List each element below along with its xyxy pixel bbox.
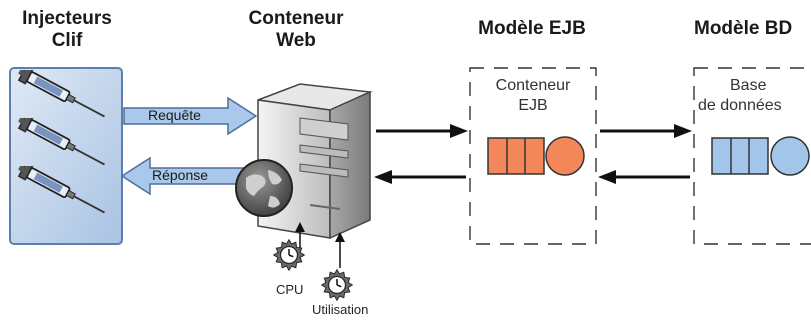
cpu-label: CPU [276, 282, 304, 297]
web-header-line2: Web [276, 30, 316, 51]
injectors-header-line2: Clif [51, 30, 83, 51]
ejb-container-line1: Conteneur [495, 77, 571, 94]
web-container-header: Conteneur Web [236, 8, 356, 52]
ejb-model-header: Modèle EJB [478, 18, 586, 39]
usage-label: Utilisation [312, 302, 369, 317]
db-container-line2: de données [698, 97, 782, 114]
ejb-container-line2: EJB [518, 97, 548, 114]
injectors-header: Injecteurs Clif [8, 8, 126, 52]
db-container-line1: Base [730, 77, 767, 94]
web-ejb-arrows [374, 124, 468, 184]
web-header-line1: Conteneur [248, 8, 344, 29]
ejb-db-arrows [598, 124, 692, 184]
ejb-queue [487, 136, 585, 176]
db-queue [711, 136, 810, 176]
db-container-label: Base de données [694, 76, 811, 116]
db-model-header: Modèle BD [694, 18, 793, 39]
gear-clock-icon [320, 268, 354, 302]
db-container-box [693, 67, 811, 245]
response-label: Réponse [152, 167, 209, 183]
request-arrow [123, 96, 258, 136]
ejb-container-box [469, 67, 597, 245]
globe-icon [235, 159, 293, 217]
injectors-panel [9, 67, 123, 245]
response-arrow [120, 156, 253, 196]
ejb-container-label: Conteneur EJB [470, 76, 596, 116]
request-label: Requête [148, 107, 201, 123]
injectors-header-line1: Injecteurs [22, 8, 112, 29]
